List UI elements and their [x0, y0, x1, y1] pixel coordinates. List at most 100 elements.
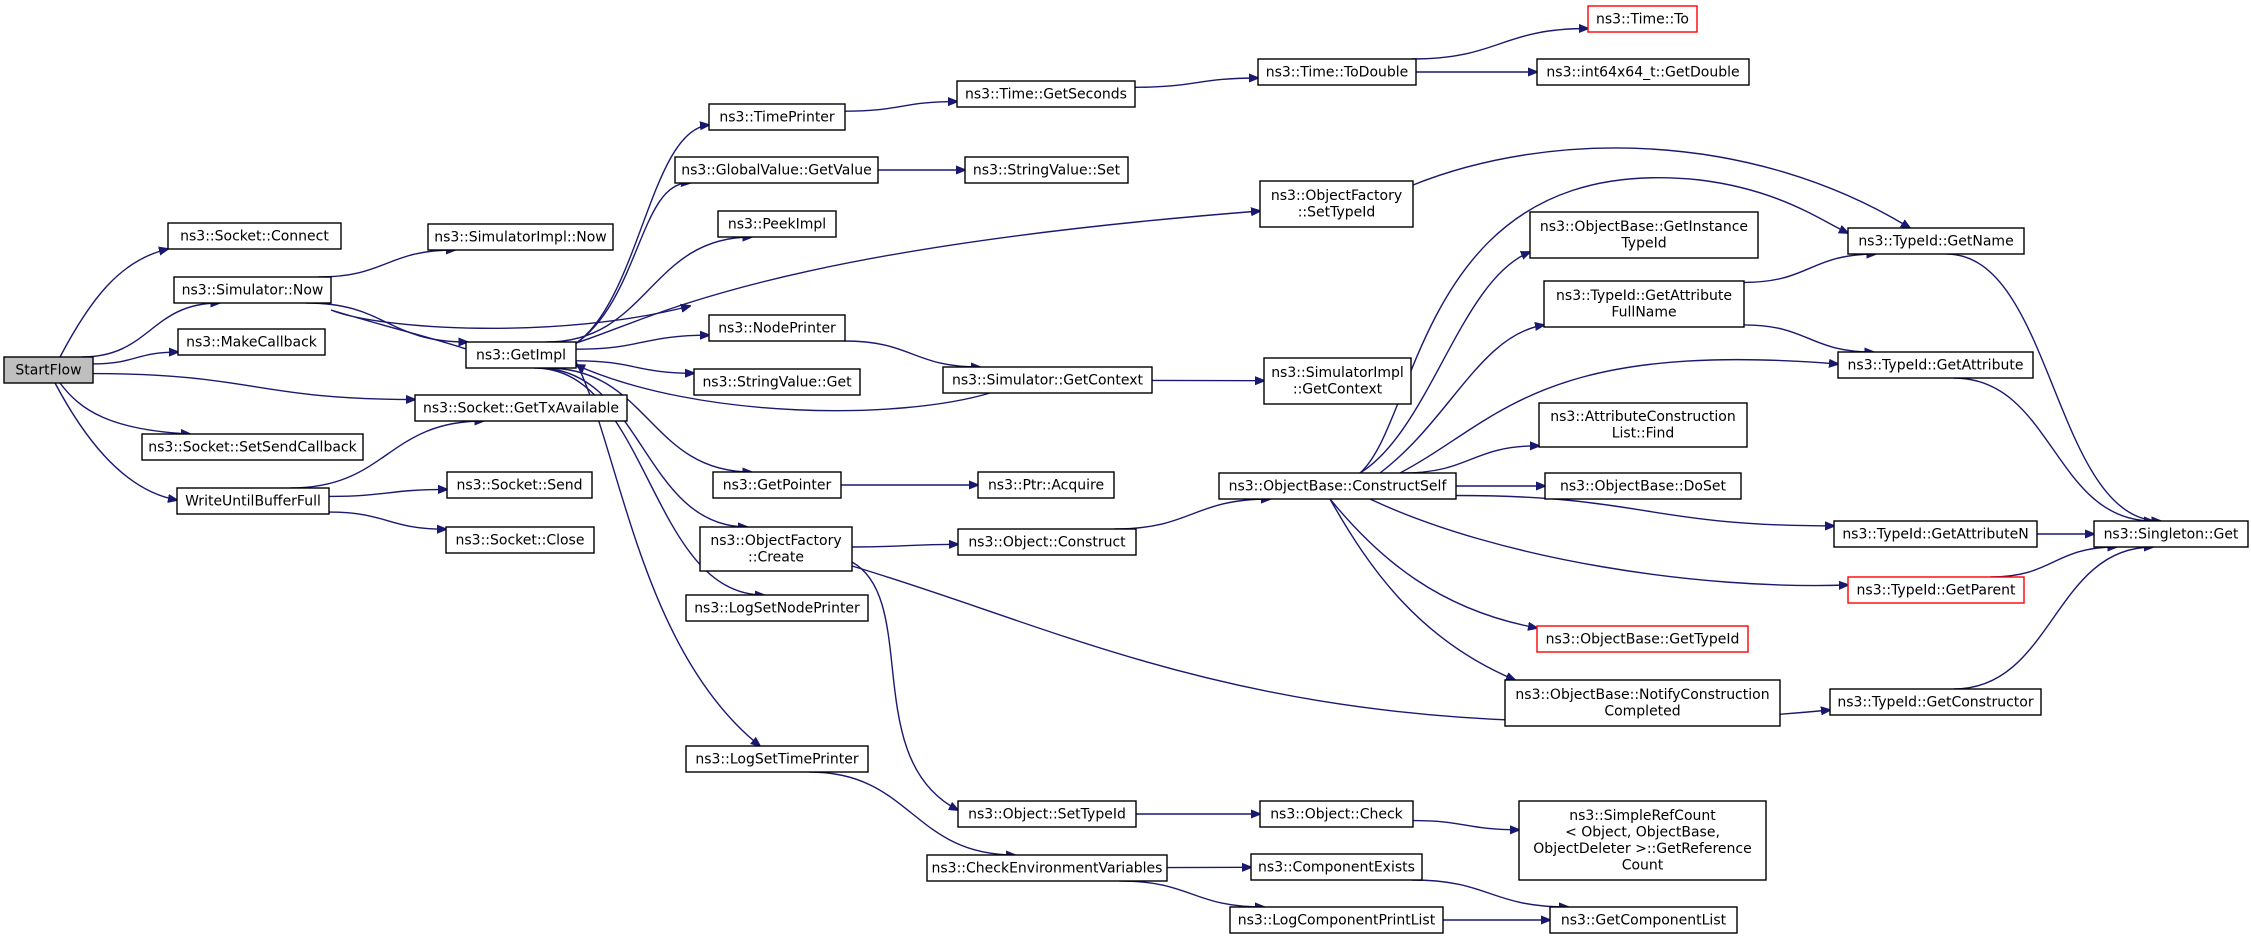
node-object-settypeid[interactable]: ns3::Object::SetTypeId [957, 800, 1137, 828]
node-typeid-getparent[interactable]: ns3::TypeId::GetParent [1847, 576, 2025, 604]
node-box-int64x64-getdouble [1536, 58, 1750, 86]
node-makecallback[interactable]: ns3::MakeCallback [177, 328, 326, 356]
node-object-construct[interactable]: ns3::Object::Construct [957, 528, 1137, 556]
node-writeuntilbufferfull[interactable]: WriteUntilBufferFull [176, 487, 330, 515]
edge-componentexists-to-getcomponentlist [1411, 879, 1568, 907]
node-box-simulator-now [173, 276, 332, 304]
node-componentexists[interactable]: ns3::ComponentExists [1250, 853, 1423, 881]
node-label-startflow: StartFlow [15, 362, 81, 378]
node-label-ptr-acquire: ns3::Ptr::Acquire [988, 477, 1104, 493]
node-socket-connect[interactable]: ns3::Socket::Connect [167, 222, 342, 250]
node-socket-setsendcallback[interactable]: ns3::Socket::SetSendCallback [141, 433, 364, 461]
edge-time-getseconds-to-time-todouble [1134, 78, 1258, 88]
node-simplerefcount-getreferencecount[interactable]: ns3::SimpleRefCount< Object, ObjectBase,… [1518, 800, 1767, 881]
node-label-typeid-getattribute: ns3::TypeId::GetAttribute [1848, 357, 2024, 373]
node-label-peekimpl: ns3::PeekImpl [728, 216, 826, 232]
node-objectfactory-create[interactable]: ns3::ObjectFactory::Create [699, 526, 853, 572]
node-label-typeid-getparent: ns3::TypeId::GetParent [1857, 582, 2016, 598]
node-simulatorimpl-now[interactable]: ns3::SimulatorImpl::Now [427, 223, 614, 251]
node-peekimpl[interactable]: ns3::PeekImpl [717, 210, 837, 238]
edge-typeid-getconstructor-to-singleton-get [1953, 547, 2153, 690]
node-stringvalue-set[interactable]: ns3::StringValue::Set [964, 156, 1129, 184]
node-logcomponentprintlist[interactable]: ns3::LogComponentPrintList [1229, 906, 1444, 934]
node-label-simulatorimpl-getcontext-line1: ns3::SimulatorImpl [1271, 365, 1404, 381]
node-label-logcomponentprintlist: ns3::LogComponentPrintList [1238, 912, 1436, 928]
node-getimpl[interactable]: ns3::GetImpl [465, 341, 577, 369]
node-box-typeid-getattributen [1833, 520, 2038, 548]
node-checkenvironmentvariables[interactable]: ns3::CheckEnvironmentVariables [926, 854, 1168, 882]
node-socket-gettxavailable[interactable]: ns3::Socket::GetTxAvailable [414, 394, 628, 422]
node-label-attributeconstructionlist-find-line1: ns3::AttributeConstruction [1550, 409, 1735, 425]
node-int64x64-getdouble[interactable]: ns3::int64x64_t::GetDouble [1536, 58, 1750, 86]
node-objectfactory-settypeid[interactable]: ns3::ObjectFactory::SetTypeId [1259, 180, 1414, 228]
node-simulatorimpl-getcontext[interactable]: ns3::SimulatorImpl::GetContext [1263, 357, 1412, 405]
node-box-logcomponentprintlist [1229, 906, 1444, 934]
node-label-simulatorimpl-now: ns3::SimulatorImpl::Now [434, 229, 607, 245]
node-box-ptr-acquire [977, 471, 1115, 499]
node-box-simulatorimpl-now [427, 223, 614, 251]
node-label-simplerefcount-getreferencecount-line1: ns3::SimpleRefCount [1569, 808, 1716, 824]
node-globalvalue-getvalue[interactable]: ns3::GlobalValue::GetValue [674, 156, 879, 184]
node-time-todouble[interactable]: ns3::Time::ToDouble [1257, 58, 1417, 86]
node-box-singleton-get [2093, 520, 2249, 548]
edge-objectbase-constructself-to-typeid-getattributen [1455, 494, 1834, 526]
node-typeid-getname[interactable]: ns3::TypeId::GetName [1847, 227, 2025, 255]
node-label-logsettimeprinter: ns3::LogSetTimePrinter [695, 751, 859, 767]
node-box-objectbase-doset [1544, 472, 1742, 500]
node-getcomponentlist[interactable]: ns3::GetComponentList [1549, 906, 1738, 934]
node-label-socket-setsendcallback: ns3::Socket::SetSendCallback [148, 439, 357, 455]
node-stringvalue-get[interactable]: ns3::StringValue::Get [693, 368, 861, 396]
node-label-objectfactory-create-line2: ::Create [748, 550, 804, 566]
node-singleton-get[interactable]: ns3::Singleton::Get [2093, 520, 2249, 548]
node-label-objectbase-doset: ns3::ObjectBase::DoSet [1560, 478, 1726, 494]
edge-getimpl-to-nodeprinter [575, 335, 709, 350]
node-typeid-getattribute[interactable]: ns3::TypeId::GetAttribute [1837, 351, 2034, 379]
edge-getimpl-to-globalvalue-getvalue [574, 183, 690, 345]
edge-getimpl-to-timeprinter [574, 125, 709, 345]
node-socket-send[interactable]: ns3::Socket::Send [446, 471, 593, 499]
node-label-objectfactory-settypeid-line1: ns3::ObjectFactory [1271, 188, 1402, 204]
edge-object-construct-to-objectbase-constructself [1114, 499, 1270, 530]
node-box-socket-gettxavailable [414, 394, 628, 422]
node-box-objectfactory-create [699, 526, 853, 572]
node-label-objectbase-notifyconstructioncompleted-line2: Completed [1604, 704, 1680, 720]
node-timeprinter[interactable]: ns3::TimePrinter [708, 103, 846, 131]
node-socket-close[interactable]: ns3::Socket::Close [445, 526, 595, 554]
node-startflow[interactable]: StartFlow [3, 356, 94, 384]
node-nodeprinter[interactable]: ns3::NodePrinter [708, 314, 846, 342]
node-label-simulator-getcontext: ns3::Simulator::GetContext [952, 372, 1144, 388]
node-object-check[interactable]: ns3::Object::Check [1259, 800, 1414, 828]
edge-startflow-to-socket-gettxavailable [92, 372, 415, 400]
node-label-int64x64-getdouble: ns3::int64x64_t::GetDouble [1546, 64, 1739, 80]
node-logsettimeprinter[interactable]: ns3::LogSetTimePrinter [685, 745, 869, 773]
node-simulator-now[interactable]: ns3::Simulator::Now [173, 276, 332, 304]
node-time-getseconds[interactable]: ns3::Time::GetSeconds [956, 80, 1136, 108]
node-time-to[interactable]: ns3::Time::To [1587, 5, 1698, 33]
node-label-socket-send: ns3::Socket::Send [456, 477, 582, 493]
node-label-objectbase-notifyconstructioncompleted-line1: ns3::ObjectBase::NotifyConstruction [1515, 687, 1769, 703]
node-objectbase-notifyconstructioncompleted[interactable]: ns3::ObjectBase::NotifyConstructionCompl… [1504, 679, 1781, 727]
node-simulator-getcontext[interactable]: ns3::Simulator::GetContext [942, 366, 1153, 394]
node-label-objectbase-getinstancetypeid-line2: TypeId [1620, 236, 1666, 252]
node-label-socket-close: ns3::Socket::Close [456, 532, 585, 548]
edges-layer [54, 29, 2161, 921]
node-objectbase-gettypeid[interactable]: ns3::ObjectBase::GetTypeId [1536, 625, 1749, 653]
node-getpointer[interactable]: ns3::GetPointer [712, 471, 842, 499]
node-ptr-acquire[interactable]: ns3::Ptr::Acquire [977, 471, 1115, 499]
node-box-simulatorimpl-getcontext [1263, 357, 1412, 405]
node-logsetnodeprinter[interactable]: ns3::LogSetNodePrinter [685, 594, 869, 622]
edge-simulator-getcontext-to-getimpl [576, 365, 991, 412]
node-box-objectbase-getinstancetypeid [1529, 211, 1759, 259]
node-label-getimpl: ns3::GetImpl [476, 347, 566, 363]
node-typeid-getattributen[interactable]: ns3::TypeId::GetAttributeN [1833, 520, 2038, 548]
node-box-time-getseconds [956, 80, 1136, 108]
node-objectbase-doset[interactable]: ns3::ObjectBase::DoSet [1544, 472, 1742, 500]
node-objectbase-constructself[interactable]: ns3::ObjectBase::ConstructSelf [1218, 472, 1457, 500]
edge-typeid-getattributefullname-to-typeid-getname [1743, 254, 1876, 284]
node-box-simplerefcount-getreferencecount [1518, 800, 1767, 881]
node-typeid-getconstructor[interactable]: ns3::TypeId::GetConstructor [1829, 688, 2042, 716]
